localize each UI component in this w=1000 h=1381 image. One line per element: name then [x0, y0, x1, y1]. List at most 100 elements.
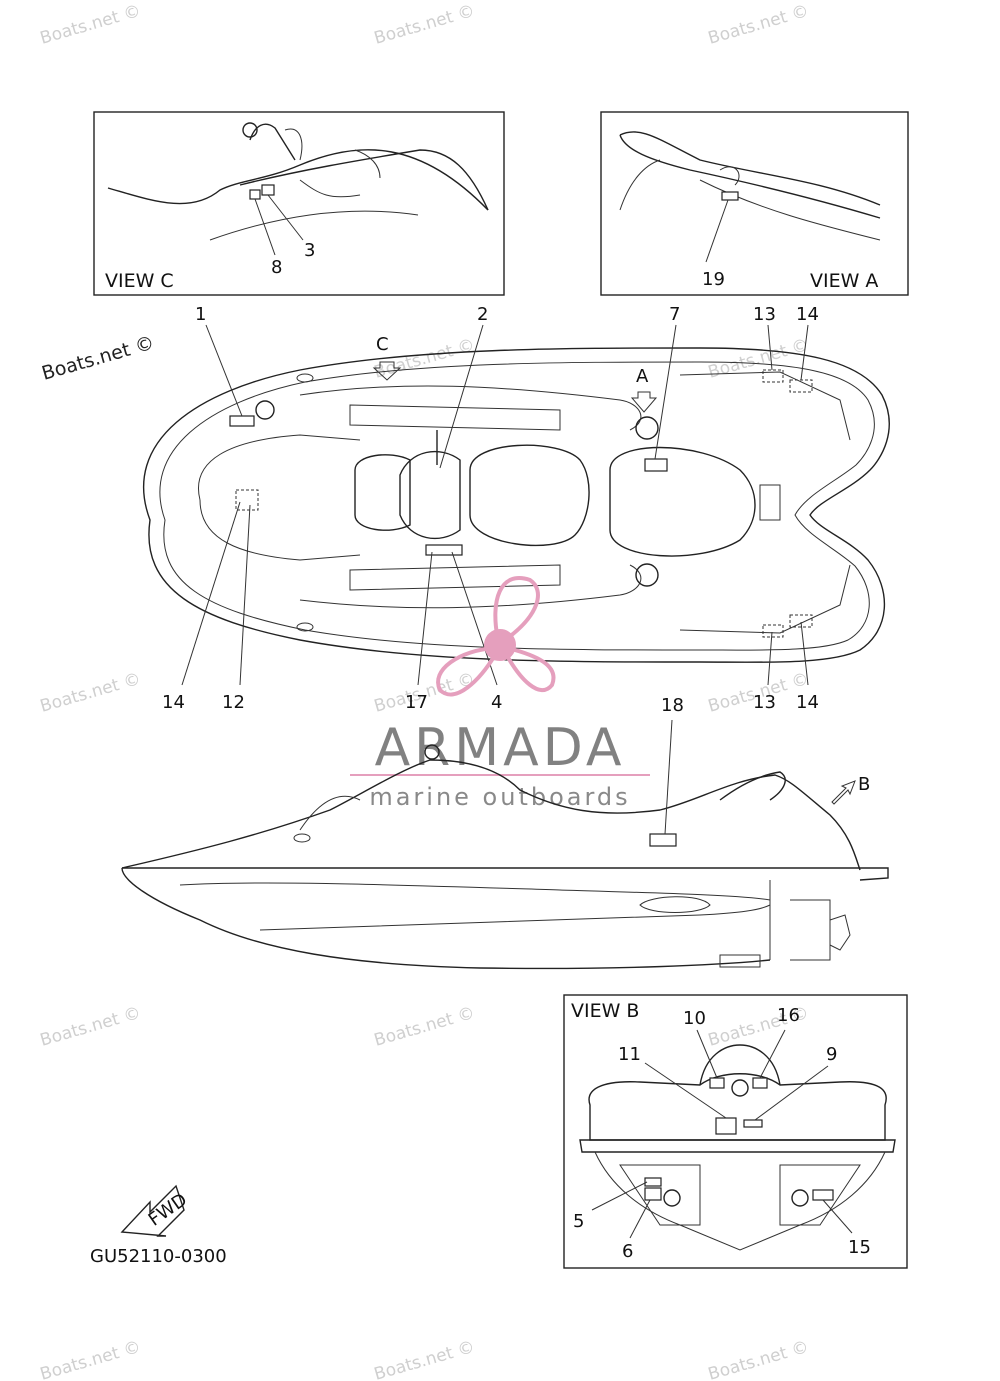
top-hull-inner: [159, 361, 875, 651]
fwd-arrow-icon: [120, 1184, 185, 1237]
leader-14-lower: [800, 621, 809, 686]
brand-watermark: ARMADA marine outboards: [350, 576, 650, 811]
leader-6: [629, 1199, 651, 1239]
top-seat-front: [469, 444, 590, 547]
view-a-seat-top: [619, 131, 881, 206]
top-footwell-lower: [299, 564, 642, 609]
view-c-deck: [239, 149, 489, 211]
decal-6: [644, 1187, 662, 1201]
side-intake: [639, 896, 711, 913]
callout-13-upper: 13: [753, 304, 776, 325]
watermark-site: Boats.net ©: [706, 1, 811, 49]
leader-12: [239, 504, 251, 686]
top-cleat-lower: [635, 563, 659, 587]
callout-1: 1: [195, 304, 206, 325]
view-b-stern-deck: [588, 1073, 887, 1141]
arrow-view-b-label: B: [858, 774, 870, 795]
side-step: [719, 954, 761, 968]
top-bow-deck: [198, 434, 361, 501]
view-a-hull: [699, 179, 881, 241]
view-b-right-platform: [779, 1164, 861, 1226]
top-footwell-upper: [299, 385, 642, 431]
view-a-frame: [600, 111, 909, 296]
callout-12: 12: [222, 692, 245, 713]
view-a-seat-side: [619, 134, 881, 219]
side-vent: [293, 833, 311, 843]
view-a-side: [619, 159, 661, 211]
callout-14-lower: 14: [796, 692, 819, 713]
callout-14-bow: 14: [162, 692, 185, 713]
decal-19: [721, 191, 739, 201]
view-c-label: VIEW C: [105, 270, 174, 292]
decal-5: [644, 1177, 662, 1187]
callout-19: 19: [702, 269, 725, 290]
decal-13-lower: [762, 624, 784, 638]
decal-11: [715, 1117, 737, 1135]
leader-14-bow: [181, 501, 241, 686]
side-handle: [299, 795, 361, 831]
watermark-site: Boats.net ©: [38, 669, 143, 717]
decal-18: [649, 833, 677, 847]
view-b-hull: [594, 1151, 886, 1251]
top-stern-hook: [759, 484, 781, 521]
leader-13-lower: [767, 631, 773, 686]
callout-5: 5: [573, 1211, 584, 1232]
side-view: 18 B: [121, 695, 889, 970]
top-cap: [255, 400, 275, 420]
view-b-left-ring: [663, 1189, 681, 1207]
decal-14-lower: [789, 614, 813, 628]
side-chine: [179, 882, 771, 901]
view-c-seat-edge: [354, 149, 381, 179]
watermark-site: Boats.net ©: [706, 1337, 811, 1381]
top-view: C A 1 2 7 13 14 14 12 17 4 13 14: [143, 304, 890, 713]
leader-19: [705, 199, 729, 263]
arrow-view-c-label: C: [376, 334, 389, 355]
callout-4: 4: [491, 692, 502, 713]
view-b-frame: [563, 994, 908, 1269]
view-b-cap: [731, 1079, 749, 1097]
side-gunwale: [122, 867, 889, 881]
decal-7: [644, 458, 668, 472]
watermark-site-dark: Boats.net ©: [39, 332, 156, 385]
view-c-knob: [242, 122, 258, 138]
arrow-view-a-icon: [630, 391, 658, 413]
watermark-site: Boats.net ©: [38, 1003, 143, 1051]
top-hull-outline: [143, 347, 890, 663]
side-sponson: [259, 904, 771, 931]
callout-8: 8: [271, 257, 282, 278]
view-b-gunwale: [579, 1139, 896, 1153]
callout-15: 15: [848, 1237, 871, 1258]
top-rear-deck: [679, 371, 851, 441]
side-hull-bottom: [121, 867, 771, 970]
side-deck-line: [121, 759, 861, 871]
decal-1: [229, 415, 255, 427]
view-b-seat: [699, 1044, 781, 1086]
fwd-label: FWD: [145, 1189, 191, 1230]
callout-18: 18: [661, 695, 684, 716]
fwd-indicator: FWD: [120, 1184, 191, 1237]
leader-11: [644, 1062, 727, 1119]
callout-13-lower: 13: [753, 692, 776, 713]
callout-9: 9: [826, 1044, 837, 1065]
side-nozzle: [829, 914, 851, 951]
top-bow-deck-lower: [199, 499, 361, 561]
side-knob: [424, 744, 440, 760]
leader-15: [822, 1199, 853, 1234]
callout-3: 3: [304, 240, 315, 261]
arrow-view-c-icon: [372, 361, 402, 381]
decal-16: [752, 1077, 768, 1089]
callout-16: 16: [777, 1005, 800, 1026]
leader-17: [417, 551, 433, 686]
decal-17-4: [425, 544, 463, 556]
view-a-panel: 19 VIEW A: [600, 111, 909, 296]
decal-13-upper: [762, 369, 784, 383]
view-c-panel: 8 3 VIEW C: [93, 111, 505, 296]
view-b-panel: VIEW B 10 16 11 9 5 6 15: [563, 994, 908, 1269]
leader-5: [591, 1181, 648, 1211]
top-vent-lower: [296, 622, 314, 632]
leader-8: [254, 198, 276, 256]
propeller-hub: [484, 629, 516, 661]
leader-14-upper: [800, 324, 809, 381]
propeller-blade-top: [493, 576, 540, 642]
callout-6: 6: [622, 1241, 633, 1262]
